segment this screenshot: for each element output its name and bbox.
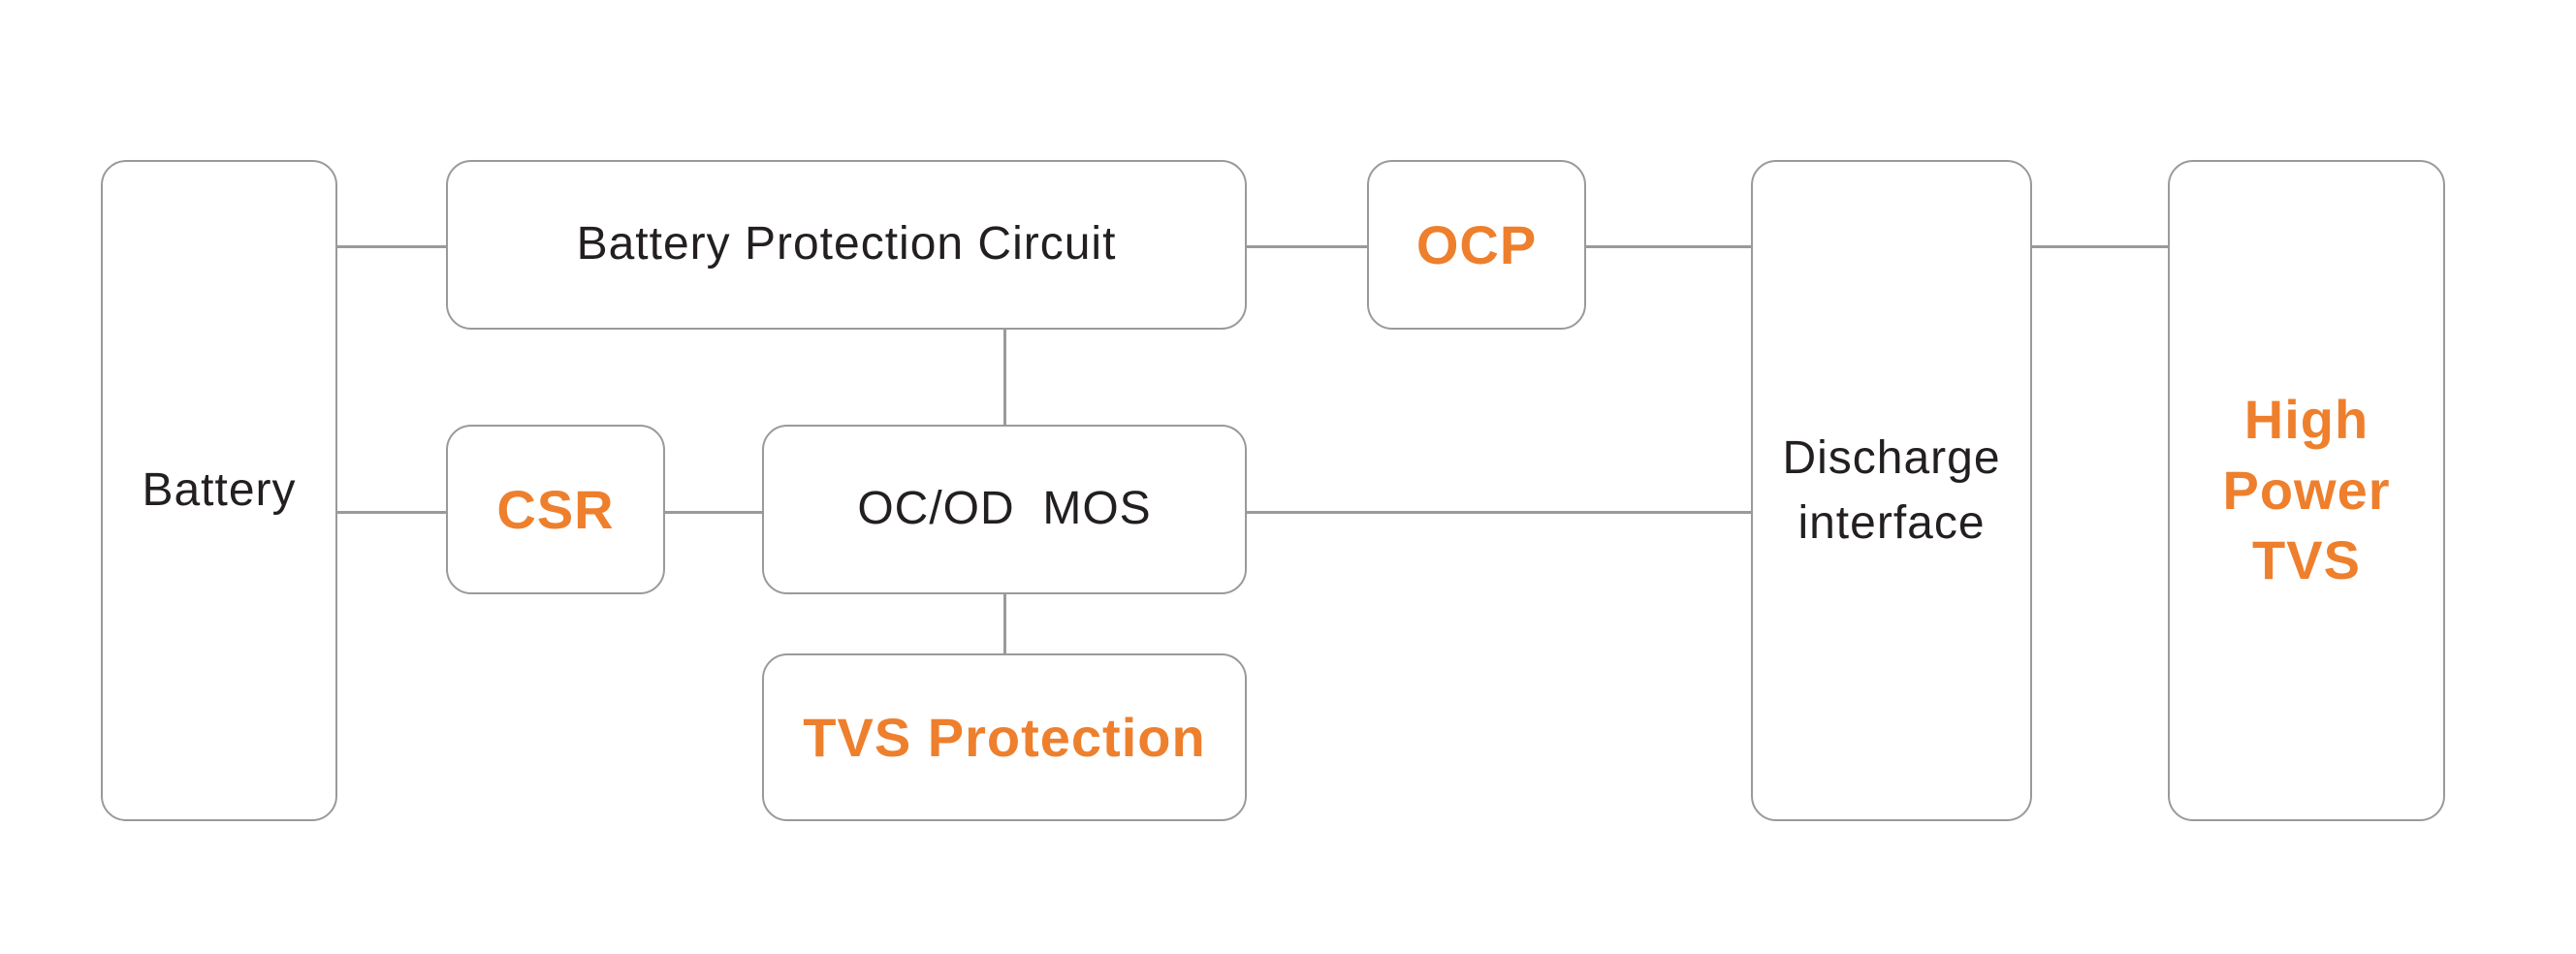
tvs-protection-box: TVS Protection bbox=[762, 653, 1247, 821]
wire-protection-circuit-to-mos bbox=[1003, 328, 1006, 427]
high-power-tvs-label: High Power TVS bbox=[2222, 388, 2391, 591]
wire-discharge-interface-to-high-power-tvs bbox=[2030, 245, 2170, 248]
ocp-box: OCP bbox=[1367, 160, 1586, 330]
wire-protection-circuit-to-ocp bbox=[1245, 245, 1369, 248]
wire-mos-to-tvs-protection bbox=[1003, 591, 1006, 655]
wire-battery-to-csr bbox=[335, 511, 448, 514]
battery-box: Battery bbox=[101, 160, 337, 821]
discharge-interface-label: Discharge interface bbox=[1782, 431, 2001, 549]
discharge-interface-box: Discharge interface bbox=[1751, 160, 2032, 821]
csr-box: CSR bbox=[446, 425, 665, 594]
tvs-protection-label: TVS Protection bbox=[803, 706, 1206, 768]
csr-label: CSR bbox=[496, 478, 615, 540]
protection-circuit-label: Battery Protection Circuit bbox=[576, 218, 1117, 270]
wire-mos-to-discharge-interface bbox=[1245, 511, 1753, 514]
battery-label: Battery bbox=[142, 463, 297, 516]
protection-circuit-box: Battery Protection Circuit bbox=[446, 160, 1247, 330]
high-power-tvs-box: High Power TVS bbox=[2168, 160, 2445, 821]
ocp-label: OCP bbox=[1415, 213, 1538, 275]
oc-od-mos-box: OC/OD MOS bbox=[762, 425, 1247, 594]
wire-csr-to-mos bbox=[663, 511, 764, 514]
wire-ocp-to-discharge-interface bbox=[1584, 245, 1753, 248]
wire-battery-to-protection-circuit bbox=[335, 245, 448, 248]
oc-od-mos-label: OC/OD MOS bbox=[857, 483, 1152, 535]
